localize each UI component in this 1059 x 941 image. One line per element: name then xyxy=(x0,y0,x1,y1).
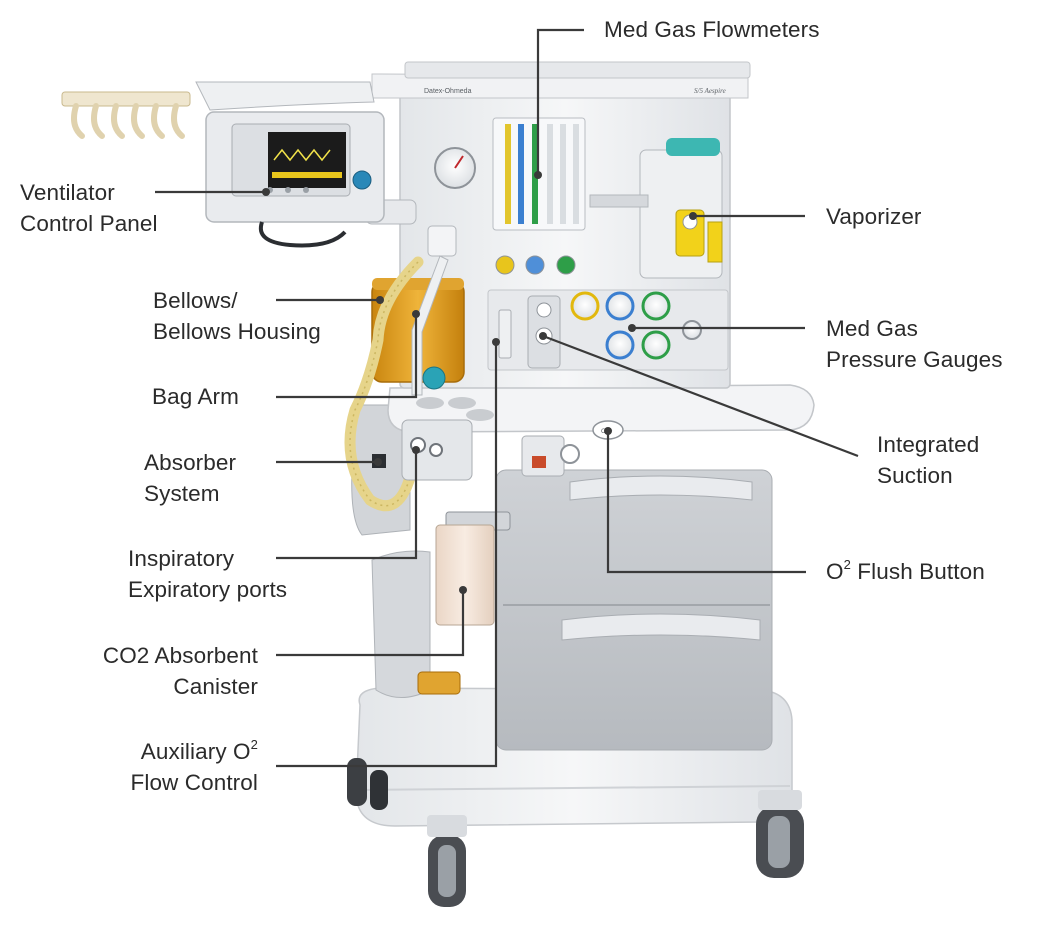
label-bag-arm: Bag Arm xyxy=(152,381,239,412)
label-vaporizer: Vaporizer xyxy=(826,201,922,232)
label-text: Med Gas xyxy=(826,313,1003,344)
label-text: Med Gas Flowmeters xyxy=(604,14,820,45)
label-text: Vaporizer xyxy=(826,201,922,232)
label-text: Pressure Gauges xyxy=(826,344,1003,375)
label-text: System xyxy=(144,478,236,509)
label-text: Ventilator xyxy=(20,177,158,208)
label-text: O xyxy=(826,559,844,584)
label-inspiratory-expiratory-ports: Inspiratory Expiratory ports xyxy=(128,543,287,605)
label-text: Flush Button xyxy=(851,559,985,584)
label-co2-absorbent-canister: CO2 Absorbent Canister xyxy=(68,640,258,702)
label-text: Auxiliary O xyxy=(141,739,251,764)
label-text: Canister xyxy=(68,671,258,702)
label-superscript: 2 xyxy=(844,557,851,572)
label-med-gas-pressure-gauges: Med Gas Pressure Gauges xyxy=(826,313,1003,375)
label-text: CO2 Absorbent xyxy=(68,640,258,671)
leader-co2-absorbent-canister xyxy=(276,590,463,655)
label-text: Bag Arm xyxy=(152,381,239,412)
label-text: Inspiratory xyxy=(128,543,287,574)
label-text: Suction xyxy=(877,460,979,491)
label-text: Bellows/ xyxy=(153,285,321,316)
ventilator-monitor xyxy=(196,82,416,245)
label-text: Bellows Housing xyxy=(153,316,321,347)
label-superscript: 2 xyxy=(251,737,258,752)
label-ventilator-control-panel: Ventilator Control Panel xyxy=(20,177,158,239)
brand-text: Datex-Ohmeda xyxy=(424,88,472,95)
model-text: S/5 Aespire xyxy=(694,87,726,95)
label-absorber-system: Absorber System xyxy=(144,447,236,509)
knob-icon xyxy=(496,256,575,274)
label-med-gas-flowmeters: Med Gas Flowmeters xyxy=(604,14,820,45)
gauge-icon xyxy=(435,148,475,188)
label-text: Control Panel xyxy=(20,208,158,239)
label-o2-flush-button: O2 Flush Button xyxy=(826,556,985,587)
label-text: Integrated xyxy=(877,429,979,460)
label-text: Expiratory ports xyxy=(128,574,287,605)
label-text: Absorber xyxy=(144,447,236,478)
drawer-cabinet xyxy=(496,470,772,750)
label-auxiliary-o2-flow-control: Auxiliary O2 Flow Control xyxy=(60,736,258,798)
label-integrated-suction: Integrated Suction xyxy=(877,429,979,491)
label-text: Flow Control xyxy=(60,767,258,798)
label-bellows-housing: Bellows/ Bellows Housing xyxy=(153,285,321,347)
bag-hanger xyxy=(62,92,190,136)
